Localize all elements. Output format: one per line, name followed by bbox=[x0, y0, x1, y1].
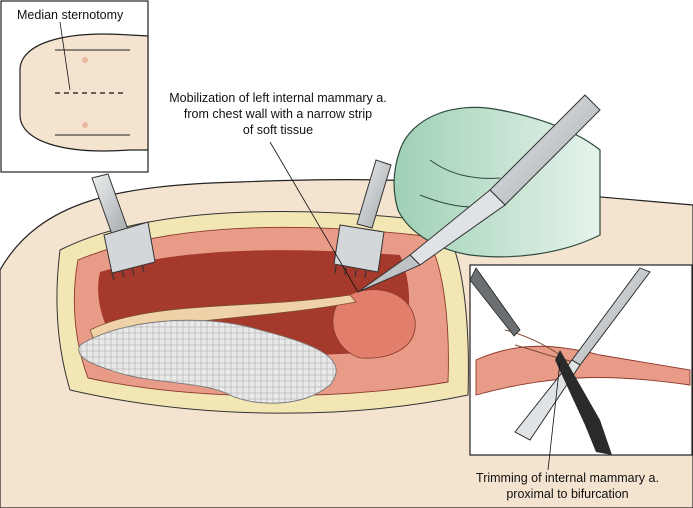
trimming-label-line-2: proximal to bifurcation bbox=[506, 487, 629, 501]
median-sternotomy-label: Median sternotomy bbox=[17, 8, 124, 22]
mobilization-label-line-3: of soft tissue bbox=[242, 123, 314, 137]
mobilization-label: Mobilization of left internal mammary a.… bbox=[148, 90, 408, 138]
right-retractor bbox=[333, 159, 392, 279]
mobilization-leader-line bbox=[269, 141, 359, 293]
trimming-inset bbox=[469, 264, 693, 471]
mobilization-label-line-2: from chest wall with a narrow strip bbox=[183, 107, 373, 121]
trimming-label: Trimming of internal mammary a. proximal… bbox=[455, 470, 680, 502]
mobilization-label-line-1: Mobilization of left internal mammary a. bbox=[169, 91, 387, 105]
trimming-label-line-1: Trimming of internal mammary a. bbox=[476, 471, 659, 485]
lung-surface bbox=[332, 289, 416, 359]
left-retractor bbox=[91, 173, 156, 281]
gauze-pad bbox=[78, 319, 337, 404]
electrocautery-instrument bbox=[357, 94, 601, 293]
sternotomy-inset bbox=[0, 0, 149, 173]
